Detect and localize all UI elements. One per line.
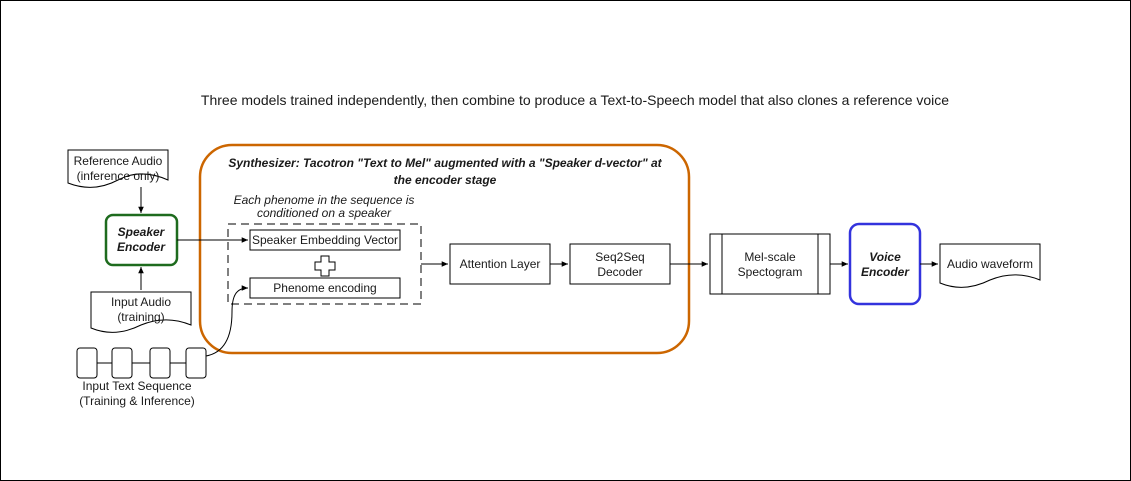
synthesizer-container	[198, 143, 691, 355]
diagram-title: Three models trained independently, then…	[201, 92, 949, 108]
mel-spectogram-label-line2: Spectogram	[738, 265, 803, 279]
phenome-encoding-box[interactable]	[249, 277, 401, 299]
edge-text-to-phenome-encoding	[205, 285, 249, 357]
text-token-1[interactable]	[76, 347, 98, 379]
input-audio-label-line2: (training)	[117, 310, 164, 324]
reference-audio-label-line2: (inference only)	[77, 169, 160, 183]
mel-spectogram-box[interactable]	[709, 233, 831, 295]
synthesizer-title: Synthesizer: Tacotron "Text to Mel" augm…	[228, 156, 662, 170]
audio-waveform-doc[interactable]	[939, 243, 1041, 288]
phenome-encoding-label: Phenome encoding	[273, 281, 376, 295]
voice-encoder-box[interactable]	[848, 222, 922, 306]
speaker-embedding-label: Speaker Embedding Vector	[252, 233, 398, 247]
input-audio-label: Input Audio	[111, 295, 171, 309]
voice-encoder-label: Voice	[869, 250, 901, 264]
reference-audio-label: Reference Audio	[74, 154, 163, 168]
input-text-label: Input Text Sequence	[82, 379, 192, 393]
input-text-label-line2: (Training & Inference)	[79, 394, 195, 408]
speaker-encoder-label-line2: Encoder	[117, 240, 166, 254]
attention-layer-label: Attention Layer	[460, 257, 541, 271]
conditioning-note-line2: conditioned on a speaker	[257, 206, 392, 220]
text-token-4[interactable]	[185, 347, 207, 379]
audio-waveform-label: Audio waveform	[947, 257, 1033, 271]
input-audio-doc[interactable]	[90, 291, 192, 333]
plus-icon	[314, 255, 336, 277]
speaker-encoder-label: Speaker	[118, 225, 166, 239]
seq2seq-decoder-label-line2: Decoder	[597, 265, 642, 279]
voice-encoder-label-line2: Encoder	[861, 265, 910, 279]
synthesizer-title-line2: the encoder stage	[394, 173, 497, 187]
conditioning-group	[227, 223, 422, 305]
mel-spectogram-label: Mel-scale	[744, 250, 796, 264]
speaker-embedding-box[interactable]	[249, 229, 401, 251]
attention-layer-box[interactable]	[449, 243, 551, 285]
conditioning-note: Each phenome in the sequence is	[234, 193, 415, 207]
seq2seq-decoder-label: Seq2Seq	[595, 250, 644, 264]
text-token-2[interactable]	[111, 347, 133, 379]
reference-audio-doc[interactable]	[67, 149, 169, 188]
text-token-3[interactable]	[149, 347, 171, 379]
